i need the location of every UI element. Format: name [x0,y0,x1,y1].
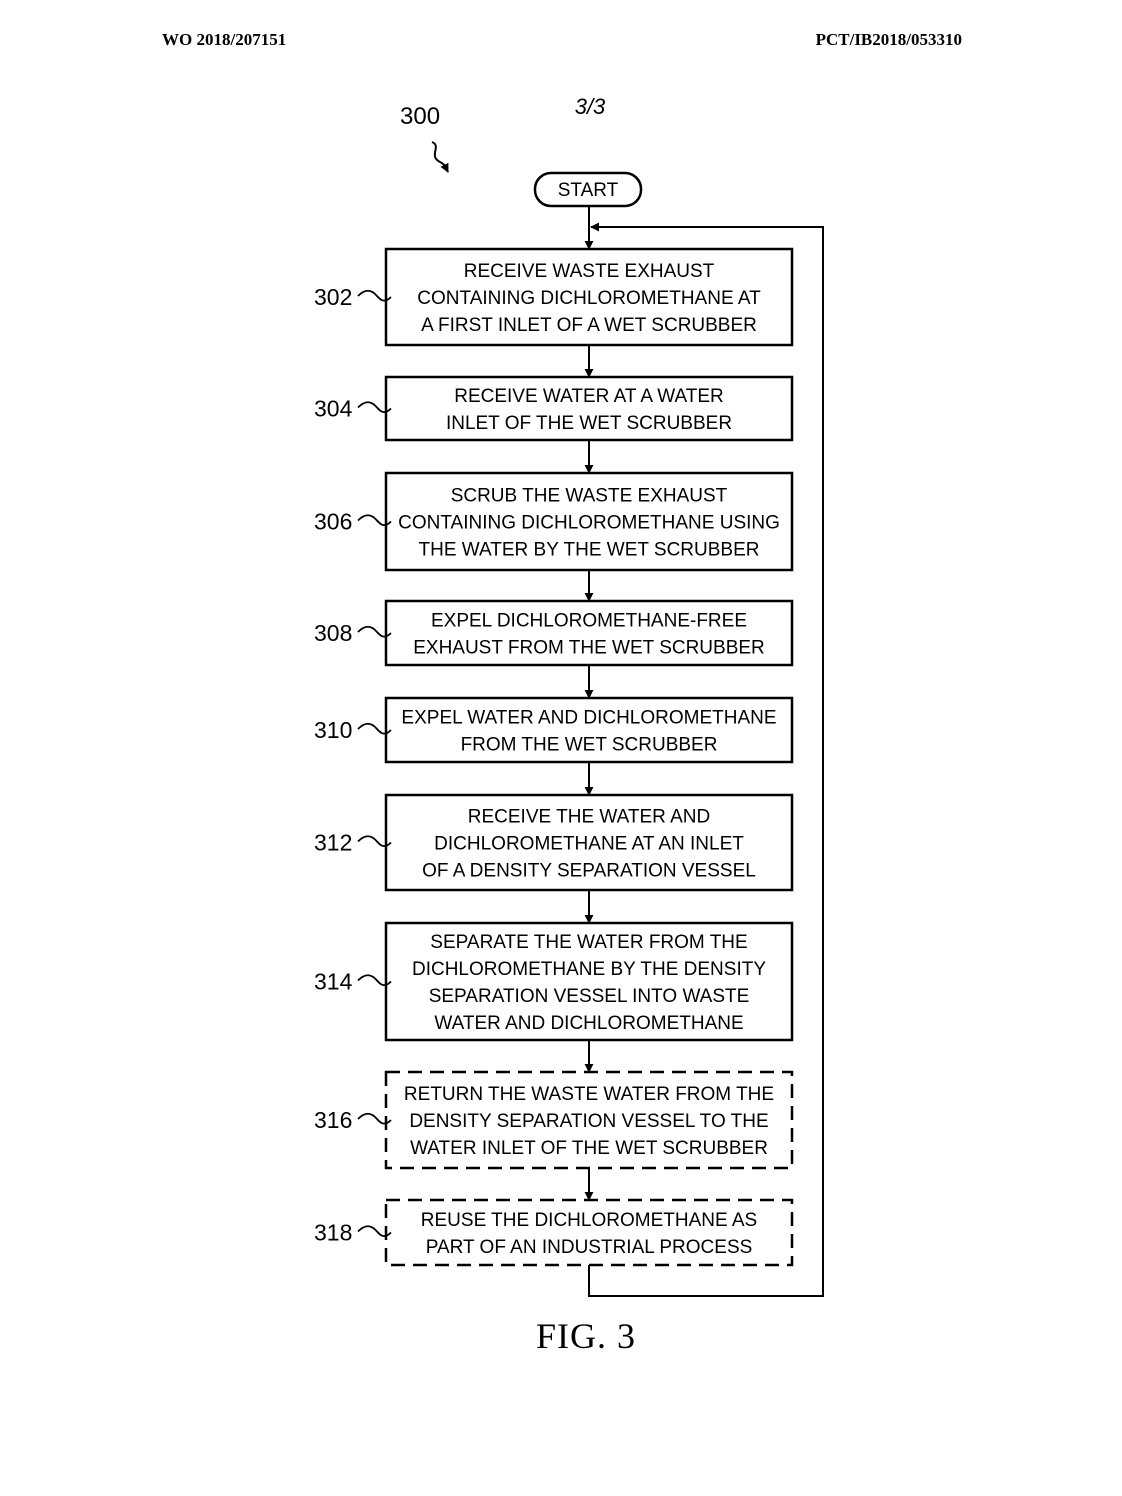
publication-number: WO 2018/207151 [162,30,287,49]
step-302: RECEIVE WASTE EXHAUST CONTAINING DICHLORO… [314,247,794,347]
step-leader-line [357,1112,392,1125]
step-text-line: WATER AND DICHLOROMETHANE [434,1013,743,1034]
step-text-line: CONTAINING DICHLOROMETHANE AT [417,288,761,309]
step-ref-number: 308 [314,620,352,646]
figure-reference-number: 300 [400,103,441,130]
step-leader-line [357,625,392,638]
step-text-line: EXHAUST FROM THE WET SCRUBBER [413,638,765,659]
step-308: EXPEL DICHLOROMETHANE-FREE EXHAUST FROM T… [314,599,794,667]
step-box [384,375,794,442]
step-leader-line [357,722,392,735]
step-leader-line [357,974,392,987]
step-text-line: SEPARATE THE WATER FROM THE [430,932,747,953]
figure-ref-pointer [431,141,449,173]
step-text-line: DICHLOROMETHANE BY THE DENSITY [412,959,766,980]
step-ref-number: 304 [314,396,353,422]
step-314: SEPARATE THE WATER FROM THE DICHLOROMETHA… [314,921,794,1042]
step-text-line: CONTAINING DICHLOROMETHANE USING [398,513,780,534]
step-ref-number: 302 [314,284,352,310]
step-312: RECEIVE THE WATER AND DICHLOROMETHANE AT … [314,793,794,892]
step-leader-line [357,835,392,848]
step-310: EXPEL WATER AND DICHLOROMETHANE FROM THE … [314,696,794,764]
step-text-line: RECEIVE WATER AT A WATER [454,386,724,407]
step-text-line: WATER INLET OF THE WET SCRUBBER [410,1138,768,1159]
step-text-line: SCRUB THE WASTE EXHAUST [451,486,728,507]
step-text-line: REUSE THE DICHLOROMETHANE AS [421,1210,757,1231]
step-316: RETURN THE WASTE WATER FROM THE DENSITY S… [314,1070,794,1170]
step-ref-number: 306 [314,509,352,535]
step-text-line: DENSITY SEPARATION VESSEL TO THE [409,1111,768,1132]
step-ref-number: 312 [314,830,352,856]
step-text-line: DICHLOROMETHANE AT AN INLET [434,834,744,855]
step-ref-number: 314 [314,969,353,995]
step-text-line: SEPARATION VESSEL INTO WASTE [429,986,750,1007]
step-text-line: A FIRST INLET OF A WET SCRUBBER [421,315,757,336]
step-318: REUSE THE DICHLOROMETHANE AS PART OF AN I… [314,1198,794,1267]
loop-back-arrow [588,222,824,1297]
step-box [384,1070,794,1170]
step-text-line: EXPEL DICHLOROMETHANE-FREE [431,611,747,632]
step-304: RECEIVE WATER AT A WATER INLET OF THE WET… [314,375,794,442]
step-text-line: FROM THE WET SCRUBBER [461,735,718,756]
step-text-line: RETURN THE WASTE WATER FROM THE [404,1084,774,1105]
application-number: PCT/IB2018/053310 [815,30,962,49]
step-text-line: EXPEL WATER AND DICHLOROMETHANE [401,708,776,729]
step-ref-number: 310 [314,717,352,743]
step-306: SCRUB THE WASTE EXHAUST CONTAINING DICHLO… [314,471,794,572]
step-leader-line [357,514,392,527]
figure-caption: FIG. 3 [535,1316,636,1356]
step-ref-number: 318 [314,1220,352,1246]
step-text-line: THE WATER BY THE WET SCRUBBER [419,540,760,561]
step-box [384,793,794,892]
step-box [384,1198,794,1267]
step-leader-line [357,289,392,302]
sheet-label: 3/3 [574,94,606,119]
step-text-line: PART OF AN INDUSTRIAL PROCESS [426,1237,753,1258]
step-ref-number: 316 [314,1107,352,1133]
step-text-line: OF A DENSITY SEPARATION VESSEL [422,861,756,882]
step-box [384,921,794,1042]
start-label: START [558,180,619,201]
step-leader-line [357,1225,392,1238]
step-text-line: RECEIVE THE WATER AND [468,807,710,828]
step-text-line: RECEIVE WASTE EXHAUST [464,261,715,282]
step-box [384,696,794,764]
step-leader-line [357,401,392,414]
step-text-line: INLET OF THE WET SCRUBBER [446,413,732,434]
